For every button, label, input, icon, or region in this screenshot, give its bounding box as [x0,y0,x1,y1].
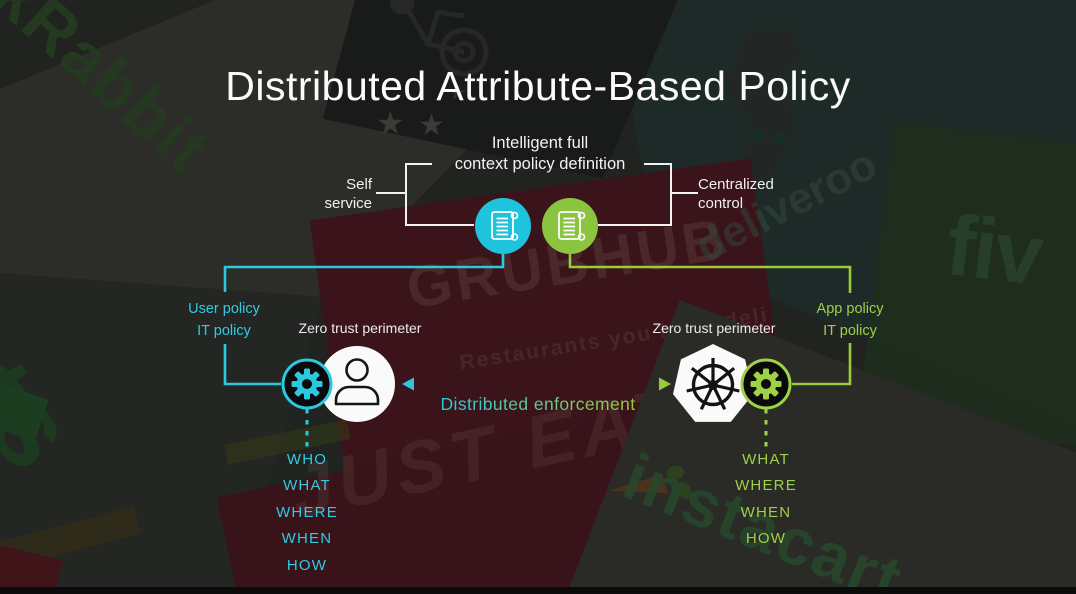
app-policy-line2: IT policy [823,323,877,339]
attribute-item: WHERE [276,503,338,521]
star-icon: ★ [418,109,445,142]
self-service-label: Self service [252,175,372,213]
attribute-item: HOW [745,530,787,548]
deliveroo-kangaroo-silhouette [726,28,804,188]
courier-cyclist-silhouette [389,0,489,77]
attribute-item: HOW [286,556,328,574]
attribute-list-right: WHAT WHERE WHEN HOW [735,447,797,553]
zero-trust-perimeter-right-label: Zero trust perimeter [652,320,776,336]
instacart-carrot-icon [609,465,692,499]
attribute-item: WHO [286,451,328,468]
attribute-list-left: WHO WHAT WHERE WHEN HOW [276,447,338,579]
centralized-control-line1: Centralized [698,176,774,193]
user-policy-line2: IT policy [197,323,251,339]
definition-label-line2: context policy definition [454,155,626,173]
centralized-control-line2: control [698,195,744,212]
definition-label: Intelligent full context policy definiti… [455,133,626,175]
app-policy-line1: App policy [816,301,884,317]
user-policy-label: User policy IT policy [188,298,260,342]
user-policy-line1: User policy [188,301,260,317]
background-logo-fiverr: fiv [941,196,1047,304]
attribute-item: WHAT [742,451,790,468]
distributed-enforcement-label: Distributed enforcement [440,394,636,414]
attribute-item: WHEN [740,503,792,521]
attribute-item: WHEN [281,530,333,548]
centralized-control-label: Centralized control [698,175,774,213]
attribute-item: WHERE [735,477,797,495]
background-bottom-strip [0,587,1076,594]
zero-trust-perimeter-left-label: Zero trust perimeter [298,320,422,336]
slide-title: Distributed Attribute-Based Policy [225,63,851,109]
self-service-line2: service [324,195,372,212]
app-policy-label: App policy IT policy [817,298,884,342]
self-service-line1: Self [346,176,372,193]
definition-label-line1: Intelligent full [491,134,589,152]
star-icon: ★ [376,105,405,141]
attribute-item: WHAT [283,477,331,495]
star-icon: ★ [448,80,468,105]
